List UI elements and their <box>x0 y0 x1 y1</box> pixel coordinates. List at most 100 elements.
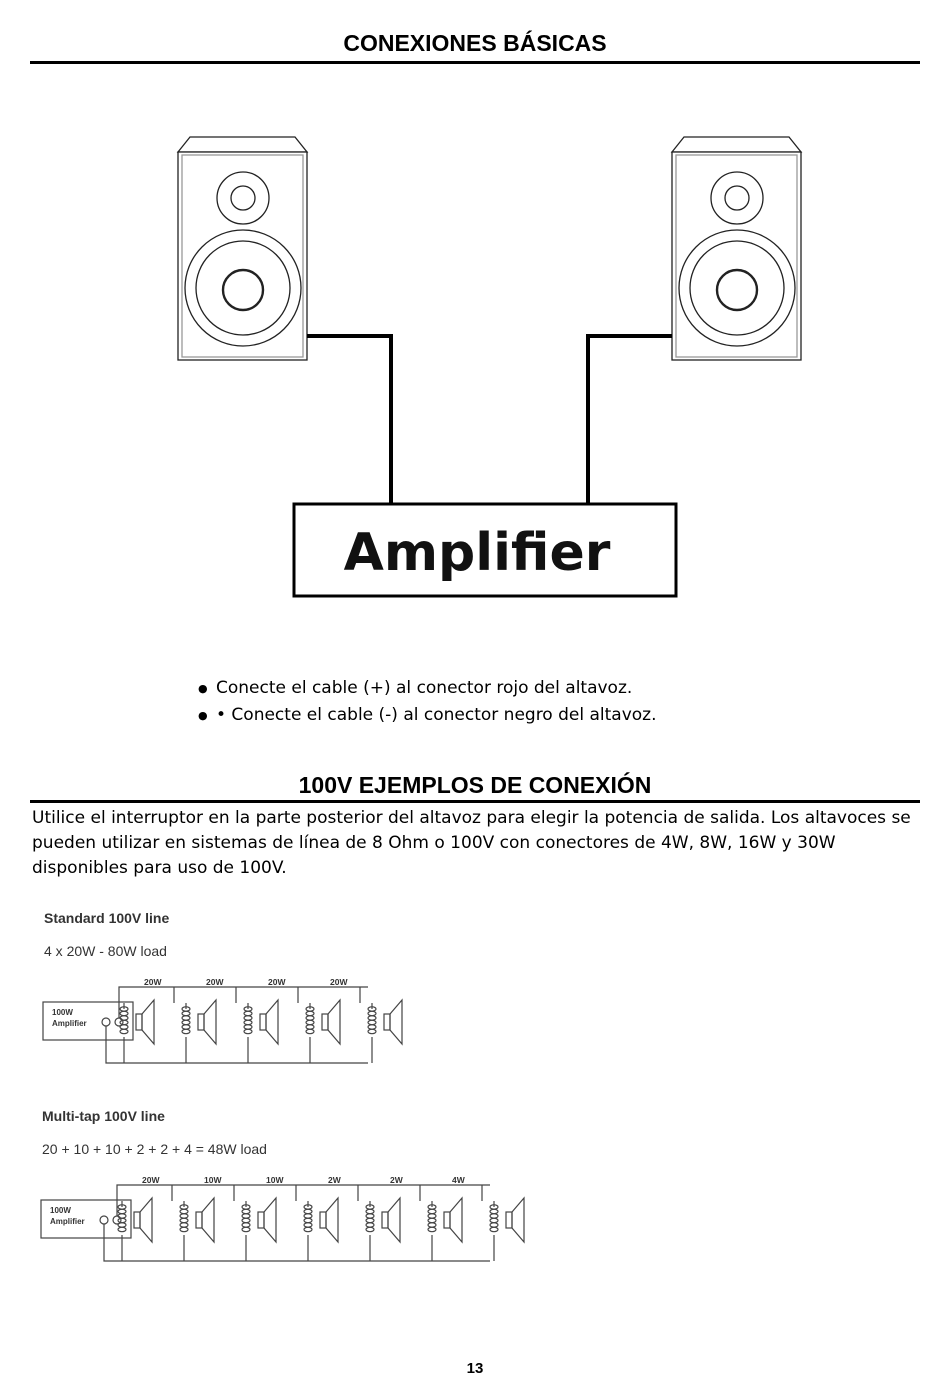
speaker-right-icon <box>670 136 803 361</box>
coil-turn <box>303 1222 313 1228</box>
coil-turn <box>367 1019 377 1026</box>
amplifier-box <box>42 1001 134 1041</box>
coil-turn <box>427 1217 437 1224</box>
section-heading: 100V EJEMPLOS DE CONEXIÓN <box>298 772 652 798</box>
coil-turn <box>179 1217 189 1224</box>
heading-rule <box>30 61 920 64</box>
loudspeaker-icon <box>489 1196 525 1261</box>
coil-turn <box>181 1019 191 1026</box>
speaker-magnet <box>259 1013 267 1031</box>
coil-turn <box>367 1015 377 1021</box>
coil-turn <box>365 1208 375 1215</box>
coil-turn <box>303 1208 313 1215</box>
bullet-item: • Conecte el cable (-) al conector negro… <box>198 702 657 729</box>
coil-turn <box>489 1217 499 1224</box>
loudspeaker-icon <box>181 987 237 1063</box>
speaker-left-icon <box>176 136 309 361</box>
cable-right <box>586 334 672 504</box>
coil-turn <box>489 1222 499 1228</box>
speaker-cone <box>389 998 403 1046</box>
coil-turn <box>179 1204 189 1210</box>
section-rule <box>30 800 920 803</box>
speaker-magnet <box>133 1211 141 1229</box>
coil-turn <box>365 1204 375 1210</box>
coil-turn <box>181 1028 191 1035</box>
coil-turn <box>367 1024 377 1030</box>
basic-connection-diagram: Amplifier <box>176 136 803 598</box>
coil-turn <box>241 1226 251 1233</box>
coil-turn <box>305 1006 315 1012</box>
coil-turn <box>367 1006 377 1012</box>
coil-turn <box>241 1217 251 1224</box>
speaker-cone <box>139 1196 153 1244</box>
coil-turn <box>179 1226 189 1233</box>
loudspeaker-icon <box>367 998 403 1063</box>
coil-turn <box>427 1213 437 1219</box>
speaker-cone <box>387 1196 401 1244</box>
tap-label: 10W <box>204 1175 222 1185</box>
tap-label: 10W <box>266 1175 284 1185</box>
coil-turn <box>119 1010 129 1017</box>
coil-turn <box>365 1217 375 1224</box>
page-title: CONEXIONES BÁSICAS <box>343 30 607 56</box>
coil-turn <box>305 1015 315 1021</box>
loudspeaker-icon <box>117 1185 173 1261</box>
coil-turn <box>303 1204 313 1210</box>
coil-turn <box>241 1208 251 1215</box>
coil-turn <box>303 1217 313 1224</box>
terminal-icon <box>101 1017 111 1027</box>
speaker-magnet <box>195 1211 203 1229</box>
coil-turn <box>179 1208 189 1215</box>
section-paragraph: Utilice el interruptor en la parte poste… <box>32 808 911 878</box>
coil-turn <box>427 1222 437 1228</box>
coil-turn <box>365 1222 375 1228</box>
speaker-magnet <box>381 1211 389 1229</box>
coil-turn <box>243 1024 253 1030</box>
speaker-magnet <box>443 1211 451 1229</box>
coil-turn <box>119 1024 129 1030</box>
coil-turn <box>181 1010 191 1017</box>
coil-turn <box>489 1204 499 1210</box>
coil-turn <box>243 1015 253 1021</box>
loudspeaker-icon <box>305 987 361 1063</box>
page-number: 13 <box>466 1360 484 1377</box>
coil-turn <box>179 1213 189 1219</box>
bus-wire-bottom <box>105 1026 368 1064</box>
bullet-list: Conecte el cable (+) al conector rojo de… <box>198 675 657 729</box>
coil-turn <box>427 1226 437 1233</box>
coil-turn <box>119 1019 129 1026</box>
coil-turn <box>117 1226 127 1233</box>
speaker-magnet <box>319 1211 327 1229</box>
speaker-magnet <box>321 1013 329 1031</box>
loudspeaker-icon <box>119 987 175 1063</box>
speaker-cone <box>325 1196 339 1244</box>
amplifier-label: Amplifier <box>344 523 611 583</box>
speaker-cone <box>511 1196 525 1244</box>
coil-turn <box>367 1028 377 1035</box>
speaker-cone <box>203 998 217 1046</box>
coil-turn <box>119 1028 129 1035</box>
coil-turn <box>303 1226 313 1233</box>
speaker-cone <box>263 1196 277 1244</box>
coil-turn <box>179 1222 189 1228</box>
coil-turn <box>119 1015 129 1021</box>
amplifier-label: 100W <box>50 1206 71 1215</box>
tap-label: 20W <box>144 977 162 987</box>
speaker-cone <box>201 1196 215 1244</box>
coil-turn <box>305 1024 315 1030</box>
multitap-diagram-title: Multi-tap 100V line <box>42 1108 165 1124</box>
bullet-item: Conecte el cable (+) al conector rojo de… <box>198 675 657 702</box>
speaker-magnet <box>197 1013 205 1031</box>
coil-turn <box>119 1006 129 1012</box>
speaker-magnet <box>383 1013 391 1031</box>
coil-turn <box>243 1019 253 1026</box>
coil-turn <box>181 1015 191 1021</box>
coil-turn <box>305 1010 315 1017</box>
tap-label: 20W <box>330 977 348 987</box>
tap-label: 2W <box>390 1175 404 1185</box>
speaker-cone <box>327 998 341 1046</box>
coil-turn <box>117 1213 127 1219</box>
coil-turn <box>241 1213 251 1219</box>
